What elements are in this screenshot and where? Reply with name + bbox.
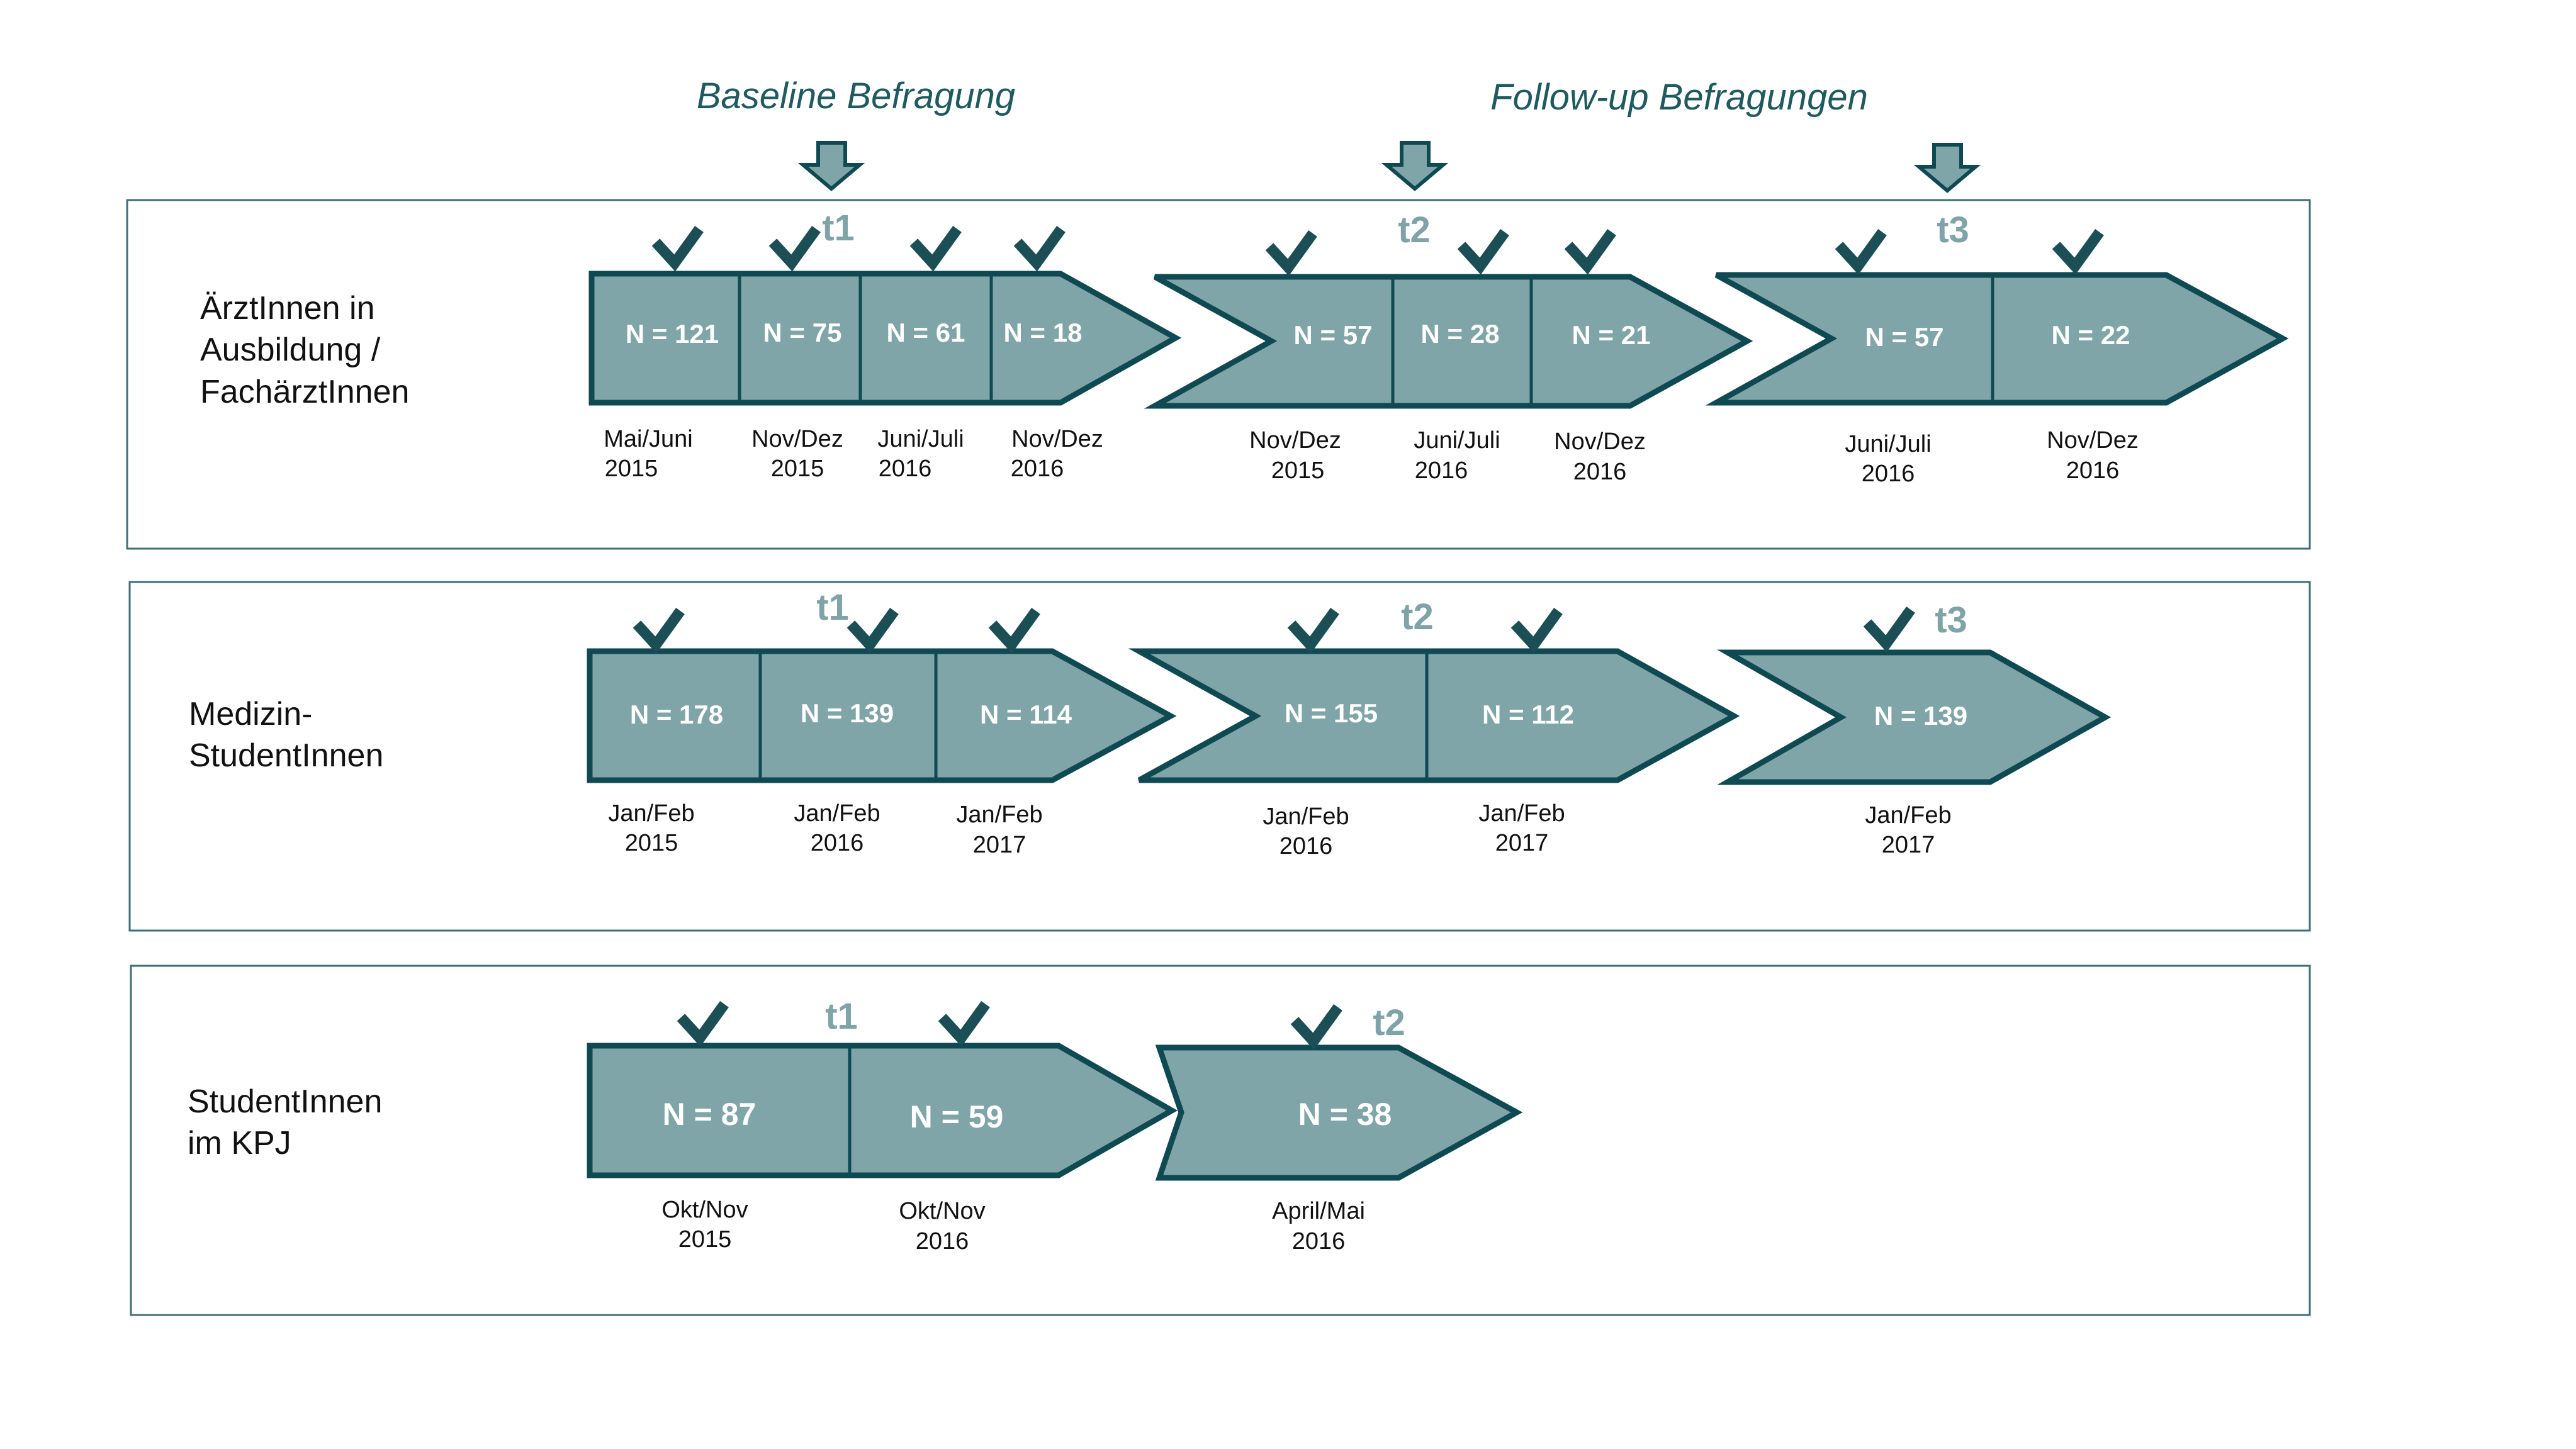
timepoint-label: t3 (1935, 600, 1967, 641)
sample-size: N = 57 (1294, 320, 1373, 350)
timepoint-arrow-t1: t1 N = 87 N = 59 (587, 996, 1178, 1178)
checkmark-icon (1510, 608, 1563, 654)
followup-header: Follow-up Befragungen (1490, 77, 1868, 118)
timepoint-arrow-t2: t2 N = 155 N = 112 (1128, 596, 1740, 783)
timepoint-arrow-t3: t3 N = 139 (1717, 600, 2112, 785)
group-box (130, 965, 2311, 1316)
checkmark-icon (846, 608, 899, 654)
sample-size: N = 155 (1285, 698, 1378, 728)
group-box (128, 581, 2311, 932)
sample-size: N = 75 (763, 318, 842, 347)
followup-t2-down-arrow-icon (1381, 141, 1449, 191)
checkmark-icon (938, 1001, 990, 1047)
checkmark-icon (1457, 229, 1509, 275)
timepoint-arrow-t1: t1 N = 121 N = 75 N = 61 N = 18 (588, 208, 1182, 406)
checkmark-icon (2052, 229, 2104, 275)
sample-size: N = 28 (1421, 319, 1500, 349)
baseline-down-arrow-icon (797, 141, 865, 191)
group-aerztinnen: ÄrztInnen in Ausbildung / FachärztInnen … (126, 199, 2311, 550)
sample-size: N = 139 (801, 698, 894, 728)
checkmark-icon (651, 226, 704, 272)
followup-t3-down-arrow-icon (1913, 143, 1981, 193)
sample-size: N = 114 (980, 700, 1072, 729)
sample-size: N = 59 (910, 1099, 1004, 1134)
group-label: Medizin- StudentInnen (189, 696, 383, 774)
sample-size: N = 178 (630, 700, 723, 729)
timepoint-label: t2 (1373, 1002, 1405, 1043)
checkmark-icon (909, 226, 962, 272)
checkmark-icon (1564, 229, 1616, 275)
checkmark-icon (1265, 230, 1317, 276)
timepoint-label: t2 (1401, 596, 1434, 637)
sample-size: N = 57 (1865, 322, 1944, 352)
sample-size: N = 61 (887, 318, 965, 347)
baseline-header: Baseline Befragung (697, 76, 1015, 116)
checkmark-icon (633, 608, 685, 654)
timepoint-label: t3 (1937, 210, 1969, 250)
timepoint-label: t1 (822, 208, 855, 249)
checkmark-icons (651, 226, 2104, 276)
checkmark-icon (677, 1001, 729, 1047)
sample-size: N = 22 (2052, 320, 2130, 350)
checkmark-icon (1013, 226, 1066, 272)
timepoint-arrow-t1: t1 N = 178 N = 139 N = 114 (587, 587, 1177, 783)
group-medizin-studentinnen: Medizin- StudentInnen t1 N = 178 N = 139… (128, 581, 2311, 932)
sample-size: N = 38 (1298, 1097, 1392, 1132)
checkmark-icons (677, 1001, 1342, 1050)
timepoint-label: t1 (825, 996, 858, 1037)
timepoint-label: t1 (816, 587, 849, 628)
timepoint-label: t2 (1398, 210, 1431, 250)
timepoint-arrow-t2: t2 N = 57 N = 28 N = 21 (1144, 210, 1753, 409)
sample-size: N = 87 (663, 1097, 756, 1132)
checkmark-icon (1835, 229, 1887, 275)
group-label: ÄrztInnen in Ausbildung / FachärztInnen (200, 290, 409, 410)
group-studentinnen-kpj: StudentInnen im KPJ t1 N = 87 N = 59 Okt… (130, 965, 2311, 1316)
checkmark-icon (1290, 1004, 1342, 1050)
group-box (126, 199, 2311, 550)
sample-size: N = 21 (1572, 320, 1651, 350)
timepoint-arrow-t2: t2 N = 38 (1155, 1002, 1523, 1181)
checkmark-icon (1287, 608, 1339, 654)
checkmark-icon (1863, 607, 1915, 652)
checkmark-icon (988, 608, 1040, 654)
group-label: StudentInnen im KPJ (188, 1083, 391, 1161)
sample-size: N = 121 (626, 319, 719, 349)
sample-size: N = 112 (1482, 700, 1574, 729)
checkmark-icons (633, 607, 1915, 654)
checkmark-icon (768, 226, 821, 272)
sample-size: N = 139 (1874, 701, 1967, 730)
sample-size: N = 18 (1004, 318, 1083, 347)
timepoint-arrow-t3: t3 N = 57 N = 22 (1705, 210, 2289, 406)
